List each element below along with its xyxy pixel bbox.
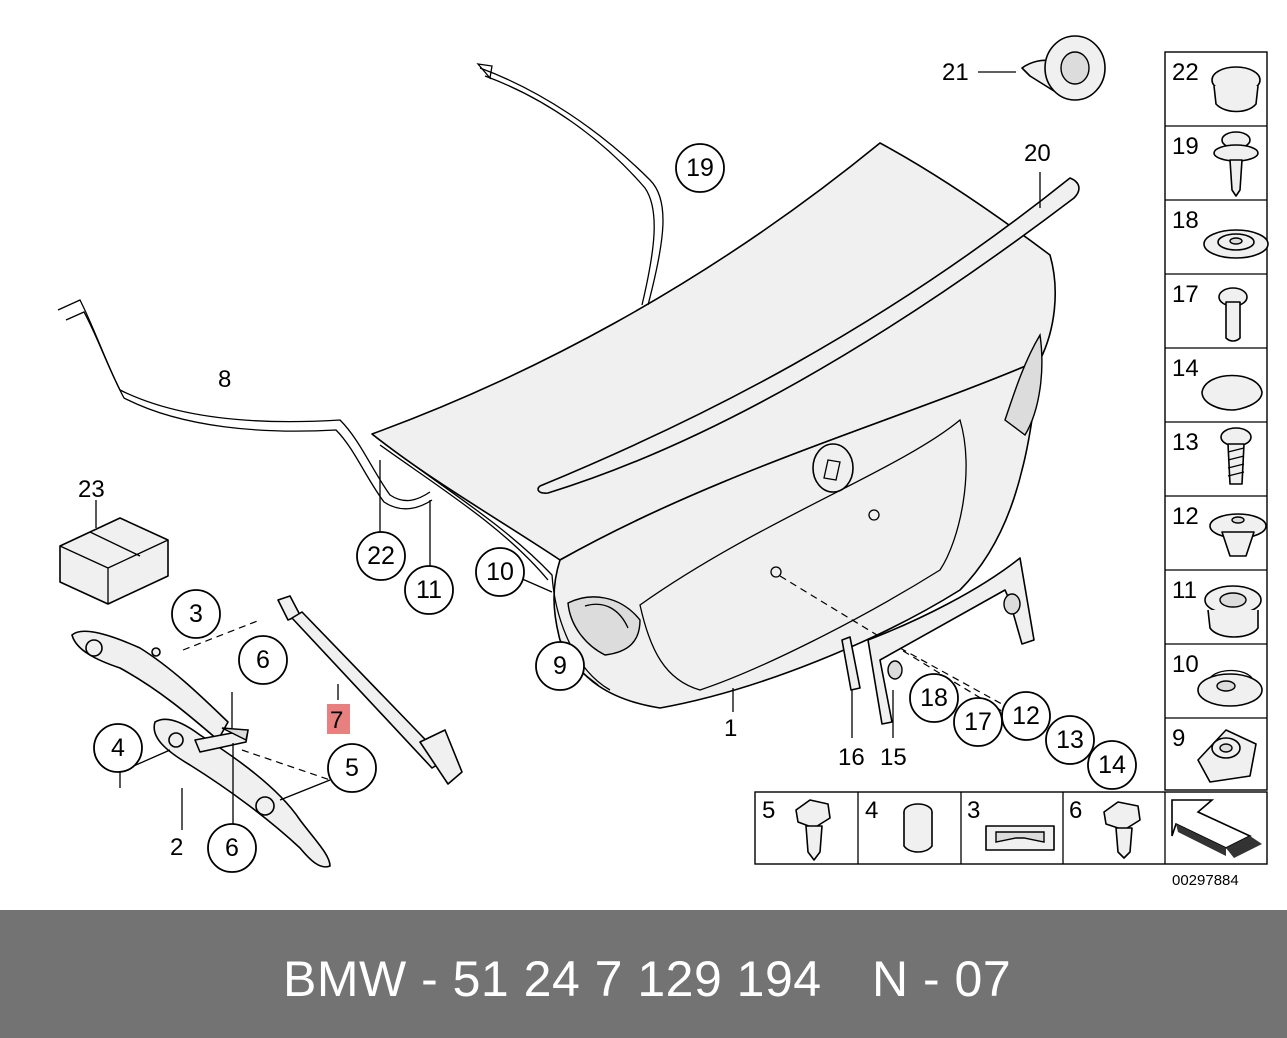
inset-right: 22 19 18 17 14 13 12 11 10 9 [1164,51,1269,791]
svg-text:4: 4 [111,734,125,762]
inset-label-13: 13 [1172,429,1199,456]
svg-text:12: 12 [1012,702,1040,730]
callout-9: 9 [535,641,585,691]
clip-nut-icon [1209,513,1267,557]
callout-4: 4 [93,723,143,773]
svg-text:9: 9 [553,652,567,680]
svg-text:19: 19 [686,154,714,182]
label-21: 21 [942,59,969,86]
inset-label-10: 10 [1172,651,1199,678]
mount-bracket [841,557,1041,738]
callout-6-top: 6 [238,635,288,685]
rear-spoiler [537,177,1080,494]
callout-3: 3 [171,589,221,639]
inset-label-6: 6 [1069,797,1082,824]
part-number: BMW - 51 24 7 129 194 [283,951,822,1007]
inset-label-5: 5 [762,797,775,824]
inset-label-18: 18 [1172,207,1199,234]
label-20: 20 [1024,140,1051,167]
label-15: 15 [880,744,907,771]
page-number: N - 07 [872,951,1012,1007]
arrow-icon [1171,799,1262,858]
bumper-icon [903,803,933,853]
label-7: 7 [330,707,343,734]
inset-label-17: 17 [1172,281,1199,308]
footer-bar: BMW - 51 24 7 129 194 N - 07 [0,910,1287,1038]
svg-text:14: 14 [1098,751,1126,779]
cage-nut-icon [1197,729,1257,783]
callout-13: 13 [1045,715,1095,765]
callout-6-bottom: 6 [207,823,257,873]
trunk-lid [371,142,1056,717]
bolt-icon [795,799,831,861]
svg-text:18: 18 [920,684,948,712]
diagram-id: 00297884 [1172,872,1239,889]
label-7-highlight [327,704,350,734]
svg-text:3: 3 [189,600,203,628]
svg-text:10: 10 [486,558,514,586]
callout-18: 18 [909,673,959,723]
inset-label-3: 3 [967,797,980,824]
callout-14: 14 [1087,740,1137,790]
inset-label-19: 19 [1172,133,1199,160]
svg-text:5: 5 [345,754,359,782]
svg-text:17: 17 [964,708,992,736]
label-8: 8 [218,366,231,393]
callout-22: 22 [356,531,406,581]
screw-washer-icon [1213,131,1259,197]
gas-strut [277,595,463,785]
cable-19 [476,63,664,306]
inset-label-4: 4 [865,797,878,824]
hinge-assembly [71,619,331,868]
label-16: 16 [838,744,865,771]
inset-bottom: 5 4 3 6 [754,791,1268,865]
cable-8 [57,299,433,568]
label-2: 2 [170,834,183,861]
grommet-icon [1203,229,1269,259]
pad-23 [59,500,169,605]
grommet-nut-icon [1197,669,1263,707]
inset-label-22: 22 [1172,59,1199,86]
inset-label-12: 12 [1172,503,1199,530]
svg-text:22: 22 [367,542,395,570]
inset-label-14: 14 [1172,355,1199,382]
bushing-icon [1204,585,1262,638]
plug-icon [1211,66,1261,113]
inset-label-11: 11 [1172,577,1197,604]
pad-icon [985,825,1055,851]
callout-17: 17 [953,697,1003,747]
callout-19: 19 [675,143,725,193]
svg-text:6: 6 [225,834,239,862]
screw-icon [1218,287,1248,342]
label-23: 23 [78,476,105,503]
foam-roll-21 [978,35,1106,101]
svg-text:11: 11 [416,576,442,604]
callout-10: 10 [475,547,525,597]
flange-bolt-icon [1103,801,1141,859]
callout-5: 5 [327,743,377,793]
spiral-screw-icon [1220,427,1252,485]
inset-label-9: 9 [1172,725,1185,752]
rubber-cap-icon [1201,374,1263,411]
callout-11: 11 [404,565,454,615]
callout-12: 12 [1001,691,1051,741]
parts-diagram: 19 22 11 10 9 3 6 4 5 6 18 17 [57,35,1269,889]
svg-text:13: 13 [1056,726,1084,754]
label-1: 1 [724,715,737,742]
svg-text:6: 6 [256,646,270,674]
